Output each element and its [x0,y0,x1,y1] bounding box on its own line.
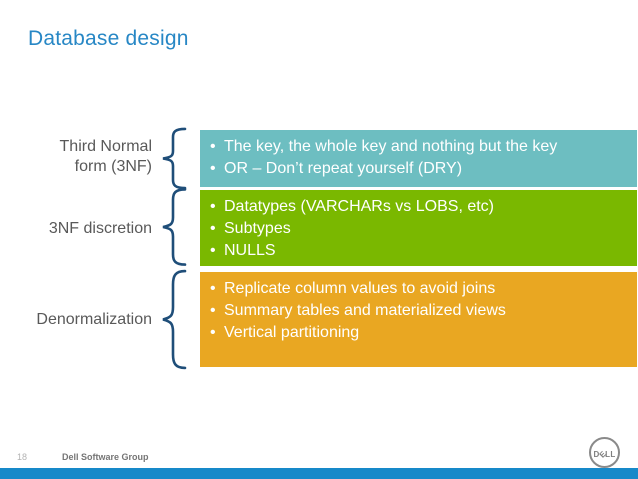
bullet-item: • Datatypes (VARCHARs vs LOBS, etc) [210,196,629,218]
bullet-item: • Subtypes [210,218,629,240]
bullet-item: • The key, the whole key and nothing but… [210,136,629,158]
bullet-text: Replicate column values to avoid joins [224,280,496,297]
content-box-denormalization: • Replicate column values to avoid joins… [200,272,637,367]
bullet-item: • Replicate column values to avoid joins [210,278,629,300]
bullet-text: Summary tables and materialized views [224,302,506,319]
bullet-dot-icon: • [210,198,216,215]
bullet-item: • NULLS [210,240,629,262]
row-label-3nf-discretion: 3NF discretion [48,220,152,237]
bottom-accent-bar [0,468,638,479]
bullet-dot-icon: • [210,242,216,259]
slide-title: Database design [28,27,189,50]
curly-brace-icon [159,187,189,267]
bullet-dot-icon: • [210,160,216,177]
bullet-dot-icon: • [210,302,216,319]
bullet-item: • Vertical partitioning [210,322,629,344]
footer-company-name: Dell Software Group [62,452,149,462]
bullet-dot-icon: • [210,324,216,341]
curly-brace-icon [159,268,189,371]
bullet-item: • Summary tables and materialized views [210,300,629,322]
bullet-text: The key, the whole key and nothing but t… [224,138,558,155]
page-number: 18 [17,452,28,462]
content-box-3nf-discretion: • Datatypes (VARCHARs vs LOBS, etc) • Su… [200,190,637,266]
logo-letter: D [593,449,600,459]
bullet-text: NULLS [224,242,276,259]
bullet-item: • OR – Don’t repeat yourself (DRY) [210,158,629,180]
row-label-denormalization: Denormalization [36,311,152,328]
content-box-3nf: • The key, the whole key and nothing but… [200,130,637,187]
bullet-text: Vertical partitioning [224,324,360,341]
curly-brace-icon [159,127,189,190]
bullet-dot-icon: • [210,220,216,237]
logo-letter: L [610,449,616,459]
bullet-dot-icon: • [210,138,216,155]
bullet-text: Datatypes (VARCHARs vs LOBS, etc) [224,198,494,215]
bullet-text: Subtypes [224,220,291,237]
bullet-text: OR – Don’t repeat yourself (DRY) [224,160,463,177]
dell-logo-icon: DELL [589,437,620,468]
bullet-dot-icon: • [210,280,216,297]
logo-letter: L [605,449,611,459]
row-label-third-normal-form: Third Normal form (3NF) [59,138,152,175]
